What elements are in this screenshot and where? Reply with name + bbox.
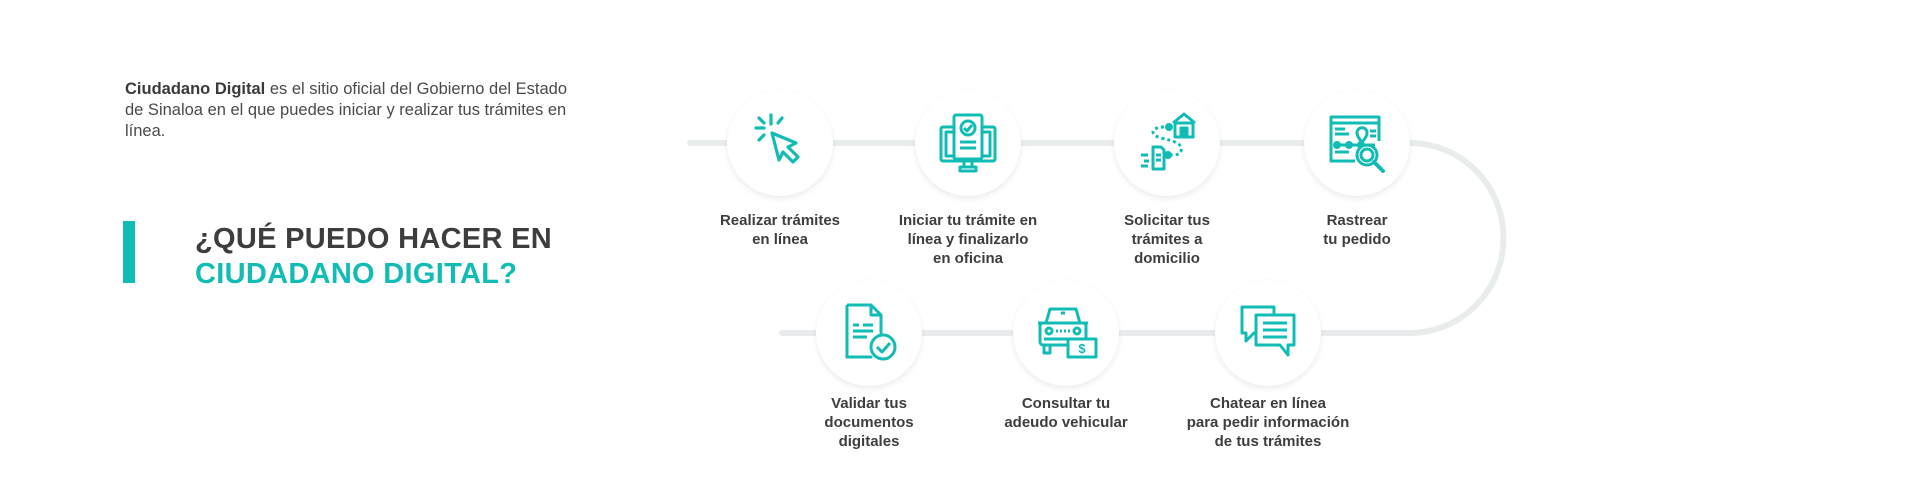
label-line: en oficina	[932, 250, 1003, 267]
label-line: Chatear en línea	[1210, 395, 1326, 412]
svg-text:$: $	[1078, 341, 1086, 356]
label-line: trámites a	[1131, 231, 1203, 248]
step-6-circle[interactable]: $	[1013, 280, 1119, 386]
accent-bar	[123, 221, 135, 283]
label-line: Rastrear	[1326, 212, 1388, 229]
tracking-search-icon	[1329, 115, 1385, 173]
brand-name: Ciudadano Digital	[125, 80, 266, 98]
step-5-label: Chatear en línea para pedir información …	[1168, 394, 1368, 451]
step-6-label: Consultar tu adeudo vehicular	[966, 394, 1166, 432]
step-7-circle[interactable]	[816, 280, 922, 386]
cursor-click-icon	[754, 113, 800, 164]
label-line: Validar tus	[831, 395, 907, 412]
step-4-circle[interactable]	[1304, 90, 1410, 196]
step-3-circle[interactable]	[1114, 90, 1220, 196]
step-4-label: Rastrear tu pedido	[1257, 211, 1457, 249]
label-line: línea y finalizarlo	[907, 231, 1029, 248]
step-1-label: Realizar trámites en línea	[680, 211, 880, 249]
chat-bubbles-icon	[1240, 305, 1296, 357]
step-1-circle[interactable]	[727, 90, 833, 196]
document-validate-icon	[845, 303, 897, 361]
section-title-line1: ¿QUÉ PUEDO HACER EN	[195, 223, 552, 255]
step-5-circle[interactable]	[1215, 280, 1321, 386]
section-title-line2: CIUDADANO DIGITAL?	[195, 258, 518, 290]
label-line: Solicitar tus	[1124, 212, 1210, 229]
step-2-label: Iniciar tu trámite en línea y finalizarl…	[868, 211, 1068, 268]
label-line: adeudo vehicular	[1004, 414, 1128, 431]
label-line: Iniciar tu trámite en	[898, 212, 1038, 229]
section-title: ¿QUÉ PUEDO HACER EN CIUDADANO DIGITAL?	[195, 222, 552, 292]
step-2-circle[interactable]	[915, 90, 1021, 196]
car-debt-icon: $	[1038, 307, 1098, 359]
intro-paragraph: Ciudadano Digital es el sitio oficial de…	[125, 79, 585, 142]
home-delivery-route-icon	[1141, 112, 1196, 171]
step-3-label: Solicitar tus trámites a domicilio	[1067, 211, 1267, 268]
intro-text: es el sitio oficial del Gobierno del Est…	[125, 80, 568, 140]
label-line: digitales	[838, 433, 900, 450]
label-line: en línea	[752, 231, 808, 248]
label-line: Realizar trámites	[719, 212, 841, 229]
label-line: Consultar tu	[1021, 395, 1111, 412]
monitor-document-check-icon	[939, 113, 997, 173]
label-line: domicilio	[1134, 250, 1200, 267]
label-line: documentos	[824, 414, 914, 431]
step-7-label: Validar tus documentos digitales	[769, 394, 969, 451]
label-line: de tus trámites	[1214, 433, 1322, 450]
label-line: para pedir información	[1186, 414, 1350, 431]
label-line: tu pedido	[1323, 231, 1391, 248]
